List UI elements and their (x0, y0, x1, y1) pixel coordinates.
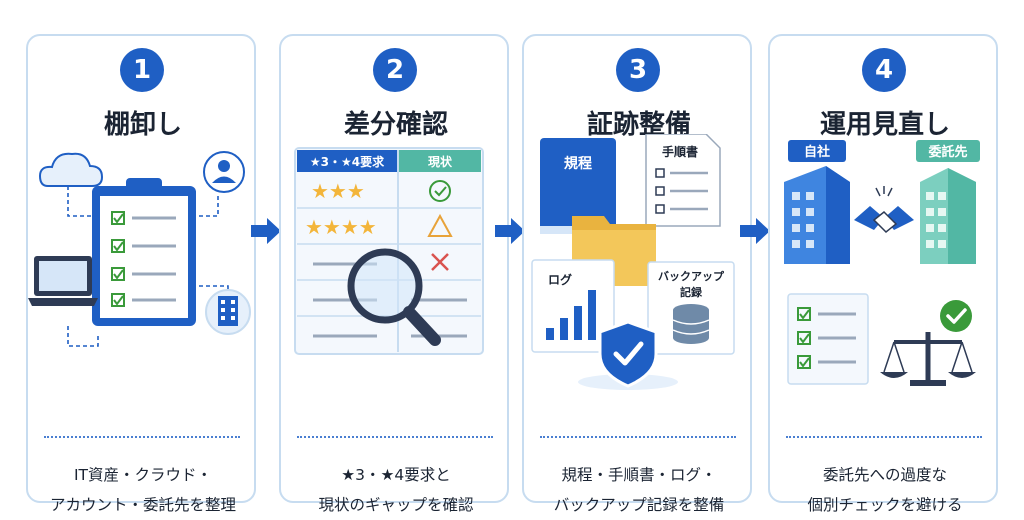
step-card-4: 4 運用見直し 自社 委託先 (768, 34, 998, 514)
laptop-icon (28, 256, 98, 306)
divider (786, 436, 982, 438)
own-building-icon (784, 166, 850, 264)
manual-document-icon: 手順書 (645, 134, 721, 227)
log-document-icon: ログ (531, 259, 615, 353)
step-card-3: 3 証跡整備 規程 手順書 ログ (522, 34, 752, 514)
divider (44, 436, 240, 438)
clipboard-icon (92, 178, 196, 326)
svg-text:★★★★: ★★★★ (305, 215, 377, 239)
step-card-1: 1 棚卸し (26, 34, 256, 514)
divider (540, 436, 736, 438)
step-description: ★3・★4要求と 現状のギャップを確認 (318, 466, 474, 514)
inventory-illustration (28, 151, 251, 347)
step-card-2: 2 差分確認 ★3・★4要求 現状 ★★★ ★★★★ (279, 34, 509, 514)
step-description: 委託先への過度な 個別チェックを避ける (807, 466, 963, 514)
requirements-header: ★3・★4要求 (310, 154, 385, 169)
step-title: 差分確認 (343, 110, 448, 140)
arrow-right-icon (495, 218, 525, 244)
step-number-badge: 4 (862, 48, 906, 92)
evidence-illustration: 規程 手順書 ログ (531, 134, 735, 390)
backup-label-line2: 記録 (680, 285, 703, 299)
backup-record-icon: バックアップ 記録 (647, 261, 735, 355)
status-header: 現状 (428, 154, 453, 169)
arrow-right-icon (740, 218, 770, 244)
user-icon (203, 151, 245, 193)
step-description: IT資産・クラウド・ アカウント・委託先を整理 (49, 466, 236, 514)
shield-check-icon (578, 320, 678, 390)
check-circle-icon (429, 180, 451, 202)
backup-label-line1: バックアップ (658, 269, 725, 283)
gap-analysis-illustration: ★3・★4要求 現状 ★★★ ★★★★ (294, 147, 484, 355)
handshake-icon (854, 186, 914, 234)
vendor-label: 委託先 (927, 144, 967, 160)
cloud-icon (38, 152, 104, 187)
star-rating-3-icon: ★★★ (311, 179, 365, 203)
step-description: 規程・手順書・ログ・ バックアップ記録を整備 (553, 466, 725, 514)
magnifier-icon (347, 248, 441, 346)
vendor-building-icon (920, 168, 976, 264)
log-label: ログ (548, 272, 572, 287)
balance-scale-icon (880, 300, 976, 386)
svg-text:★★★: ★★★ (311, 179, 365, 203)
step-title: 棚卸し (103, 110, 182, 140)
step-title: 運用見直し (819, 110, 950, 140)
divider (297, 436, 493, 438)
operations-illustration: 自社 委託先 (784, 140, 980, 386)
building-icon (205, 289, 251, 335)
rules-label: 規程 (564, 156, 592, 172)
checklist-icon (787, 293, 869, 385)
step-number-badge: 1 (120, 48, 164, 92)
warning-triangle-icon (427, 213, 453, 237)
step-number-badge: 3 (616, 48, 660, 92)
arrow-right-icon (251, 218, 281, 244)
cross-icon (431, 253, 449, 271)
manual-label: 手順書 (662, 144, 698, 159)
own-company-label: 自社 (804, 144, 830, 160)
step-number-badge: 2 (373, 48, 417, 92)
star-rating-4-icon: ★★★★ (305, 215, 377, 239)
